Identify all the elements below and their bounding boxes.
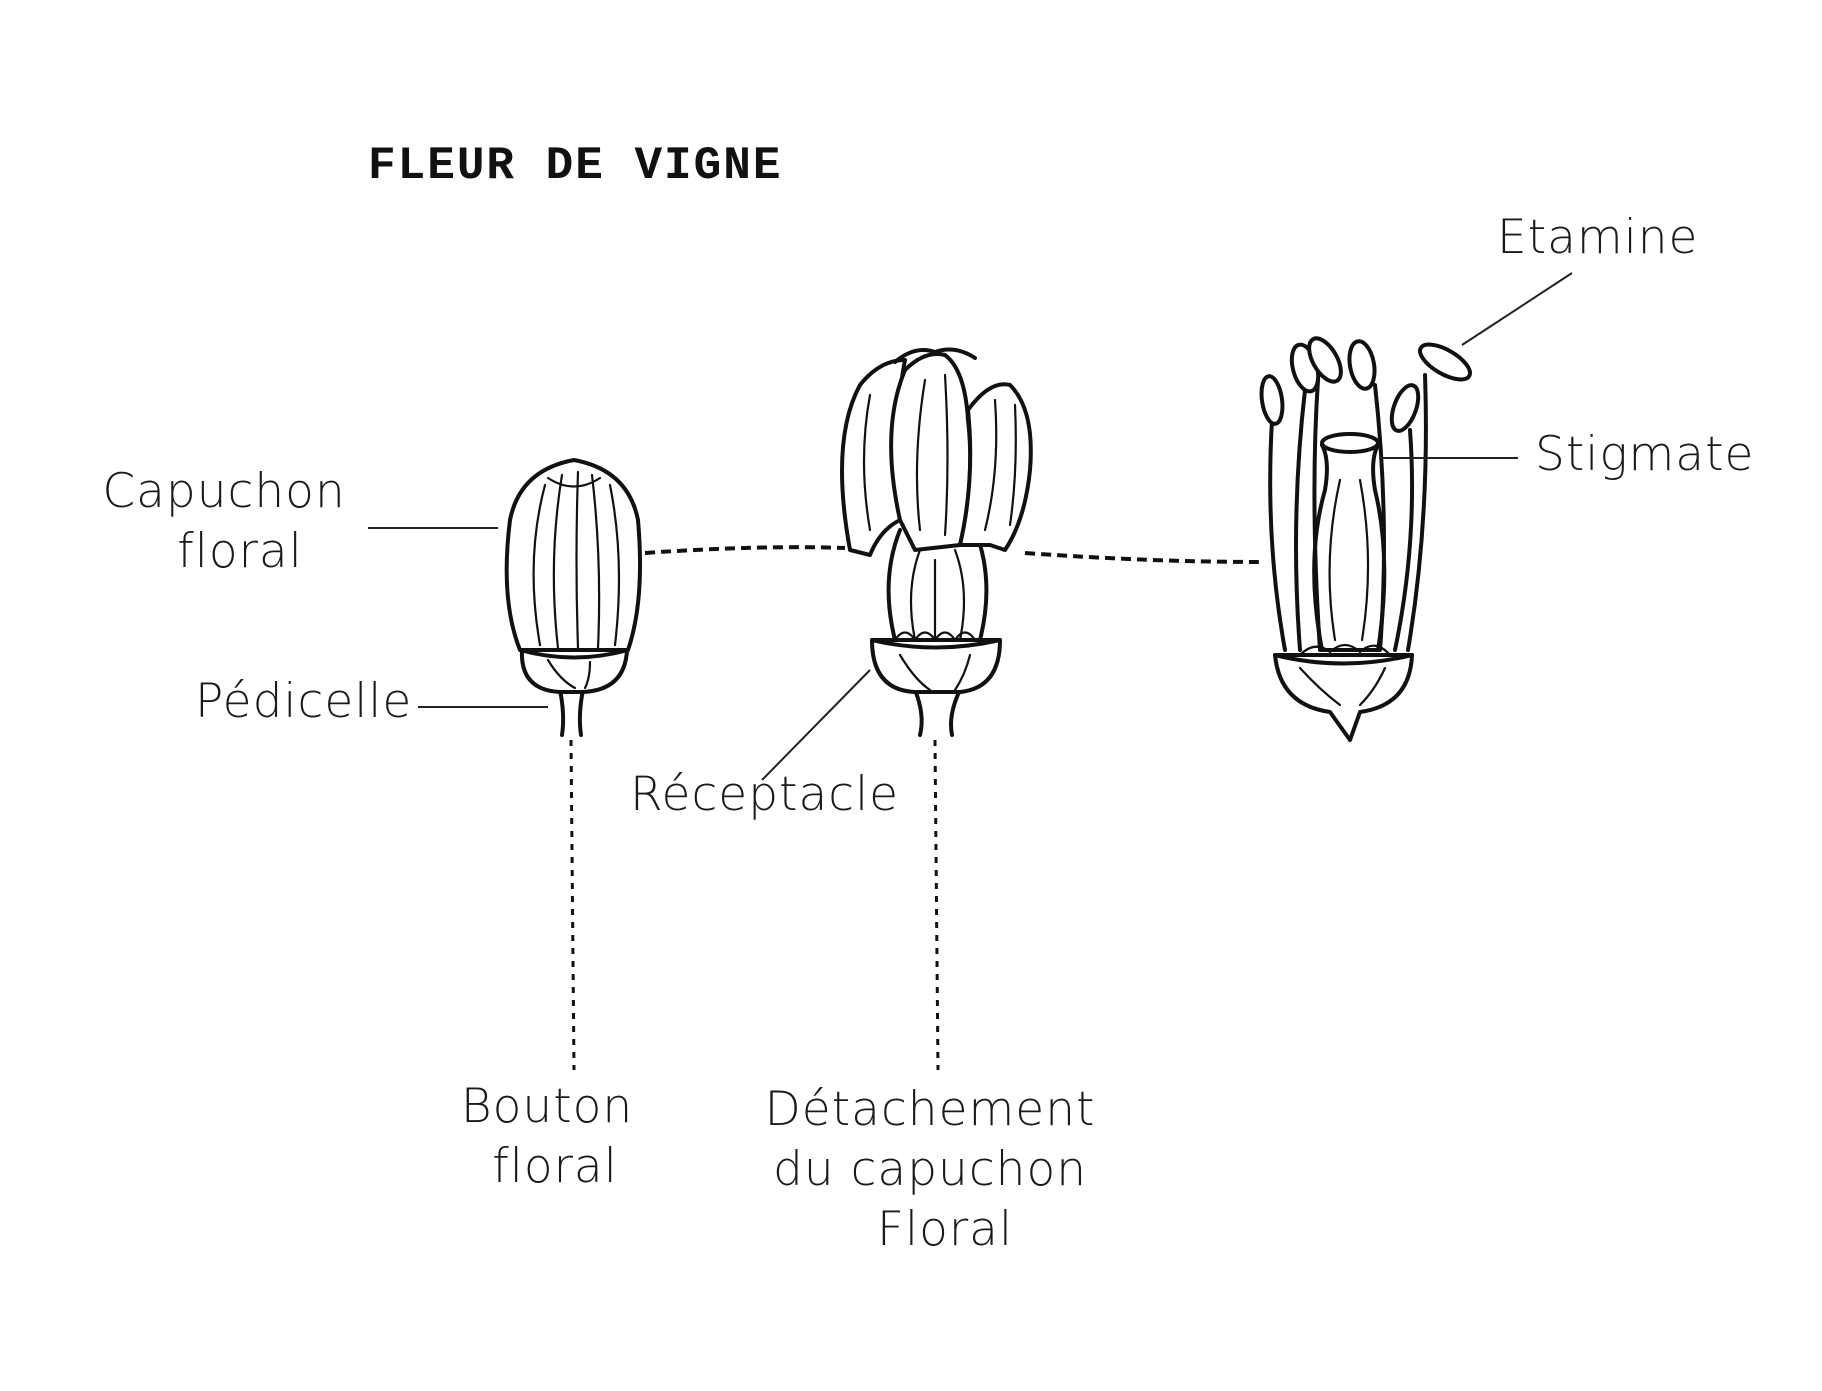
anther [1347, 339, 1377, 391]
label-stigmate: Stigmate [1535, 427, 1754, 482]
bud-caption-line [569, 739, 576, 1071]
receptacle-leader [761, 669, 871, 781]
anther [1389, 383, 1421, 433]
flower-bud-drawing [504, 458, 643, 737]
anther [1307, 336, 1343, 384]
label-detachement: Détachement du capuchon Floral [765, 1082, 1112, 1257]
anther [1259, 374, 1285, 426]
label-receptacle: Réceptacle [630, 767, 899, 822]
flower-cap-detaching-drawing [840, 347, 1033, 737]
flower-open-drawing [1259, 336, 1472, 742]
label-bouton-floral: Bouton floral [461, 1079, 649, 1194]
anther [1418, 342, 1472, 382]
label-capuchon-floral: Capuchon floral [102, 464, 361, 579]
etamine-leader [1461, 272, 1573, 346]
label-pedicelle: Pédicelle [195, 674, 412, 729]
diagram-title: FLEUR DE VIGNE [368, 140, 782, 192]
stigma [1320, 432, 1380, 454]
stage-connector-2 [1024, 551, 1263, 564]
stage-connector-1 [644, 545, 846, 555]
label-etamine: Etamine [1497, 210, 1698, 265]
detach-caption-line [933, 739, 940, 1071]
